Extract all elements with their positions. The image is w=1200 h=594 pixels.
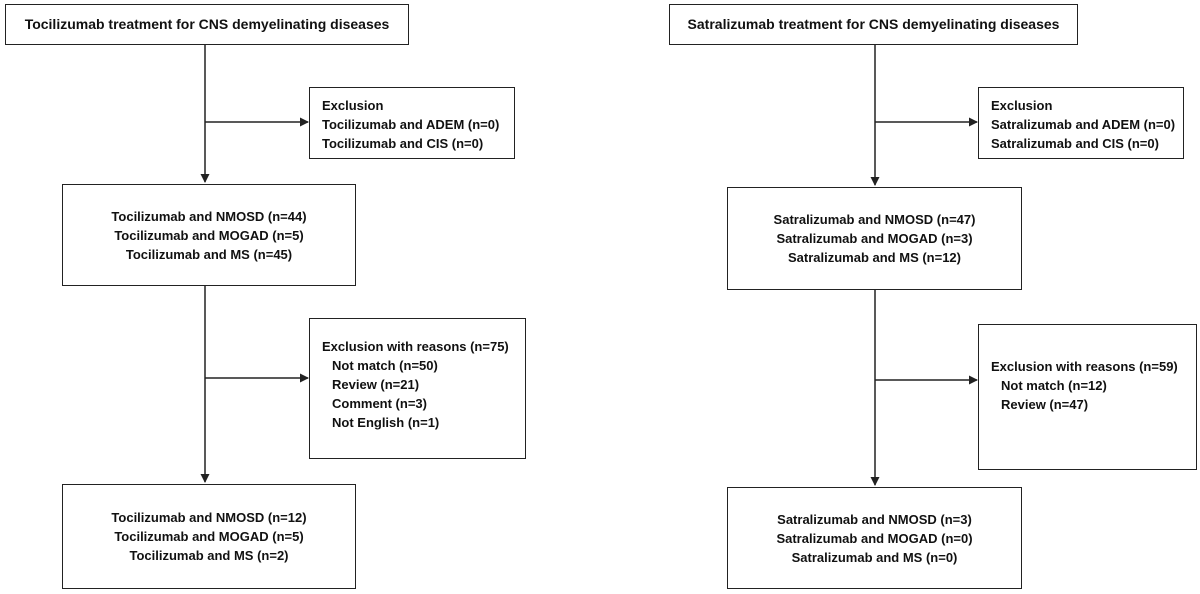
left-exclusion-box: Exclusion Tocilizumab and ADEM (n=0) Toc…: [309, 87, 515, 159]
left-exclusion-item: Tocilizumab and CIS (n=0): [322, 136, 484, 151]
left-exclusion-reasons-heading: Exclusion with reasons (n=75): [322, 339, 509, 354]
right-exclusion-reason: Review (n=47): [1001, 397, 1089, 412]
right-stage1-item: Satralizumab and NMOSD (n=47): [773, 212, 976, 227]
left-stage2-item: Tocilizumab and MOGAD (n=5): [114, 529, 304, 544]
left-exclusion-item: Tocilizumab and ADEM (n=0): [322, 117, 500, 132]
right-stage2-item: Satralizumab and NMOSD (n=3): [777, 511, 972, 527]
right-stage2-item: Satralizumab and MS (n=0): [791, 549, 958, 565]
left-title-box: Tocilizumab treatment for CNS demyelinat…: [5, 4, 409, 45]
right-stage2-box: Satralizumab and NMOSD (n=3) Satralizuma…: [727, 487, 1022, 589]
right-title: Satralizumab treatment for CNS demyelina…: [687, 16, 1060, 32]
right-exclusion-item: Satralizumab and ADEM (n=0): [991, 117, 1176, 132]
right-exclusion-reason: Not match (n=12): [1001, 378, 1107, 393]
right-title-box: Satralizumab treatment for CNS demyelina…: [669, 4, 1078, 45]
right-stage2-item: Satralizumab and MOGAD (n=0): [776, 530, 973, 546]
left-exclusion-reason: Review (n=21): [332, 377, 420, 392]
right-stage1-item: Satralizumab and MOGAD (n=3): [776, 231, 973, 246]
right-exclusion-item: Satralizumab and CIS (n=0): [991, 136, 1159, 151]
left-stage1-item: Tocilizumab and MS (n=45): [125, 246, 293, 262]
right-exclusion-reasons-heading: Exclusion with reasons (n=59): [991, 359, 1178, 374]
right-stage1-item: Satralizumab and MS (n=12): [787, 250, 961, 265]
right-exclusion-heading: Exclusion: [991, 98, 1053, 113]
left-stage1-box: Tocilizumab and NMOSD (n=44) Tocilizumab…: [62, 184, 356, 286]
left-stage1-item: Tocilizumab and NMOSD (n=44): [111, 208, 307, 224]
left-stage2-item: Tocilizumab and MS (n=2): [129, 548, 289, 563]
left-exclusion-reason: Comment (n=3): [332, 396, 427, 411]
left-exclusion-reasons-box: Exclusion with reasons (n=75) Not match …: [309, 318, 526, 459]
left-exclusion-reason: Not match (n=50): [332, 358, 438, 373]
left-stage2-item: Tocilizumab and NMOSD (n=12): [111, 510, 307, 525]
left-stage1-item: Tocilizumab and MOGAD (n=5): [114, 227, 304, 243]
right-exclusion-reasons-box: Exclusion with reasons (n=59) Not match …: [978, 324, 1197, 470]
left-title: Tocilizumab treatment for CNS demyelinat…: [24, 16, 390, 32]
left-stage2-box: Tocilizumab and NMOSD (n=12) Tocilizumab…: [62, 484, 356, 589]
right-stage1-box: Satralizumab and NMOSD (n=47) Satralizum…: [727, 187, 1022, 290]
left-exclusion-heading: Exclusion: [322, 98, 384, 113]
right-exclusion-box: Exclusion Satralizumab and ADEM (n=0) Sa…: [978, 87, 1184, 159]
left-exclusion-reason: Not English (n=1): [332, 415, 440, 430]
